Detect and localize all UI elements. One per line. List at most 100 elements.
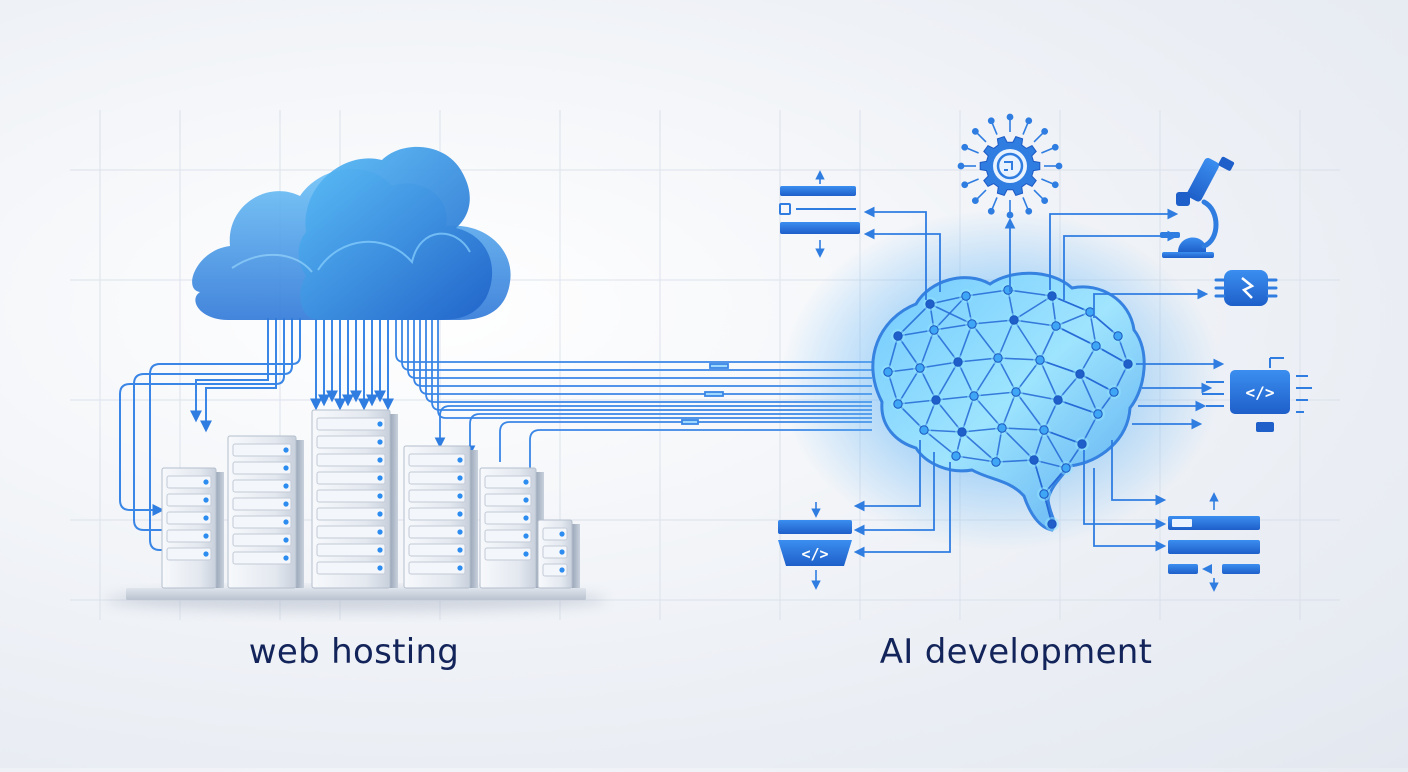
neural-node [1061,463,1071,473]
server-led [283,501,289,507]
code-monitor-icon: </> [1202,357,1312,432]
cloud-connection-lines [119,318,394,556]
server-slot [316,561,386,575]
neural-node [953,357,963,367]
server-led [377,439,383,445]
server-led [283,465,289,471]
server-slot [484,493,532,507]
connection-line [149,318,301,556]
neural-node [957,427,967,437]
connection-line [119,318,285,516]
server-led [457,565,463,571]
svg-text:</>: </> [1246,383,1275,402]
neural-node [997,423,1007,433]
ai-connection-lines [853,206,1225,558]
neural-edge [1043,429,1067,469]
gear-ray-dot [1041,197,1049,205]
bridge-line [407,318,872,379]
server-platform [106,588,606,612]
server-slot [232,497,292,511]
bridge-line [419,318,872,395]
neural-edge [1039,359,1081,375]
server-led [203,479,209,485]
server-led [523,551,529,557]
bridge-line [434,405,872,449]
server-slot [232,533,292,547]
neural-node [1123,359,1133,369]
ai-branch-line [853,452,935,536]
neural-edge [1039,359,1059,401]
server-led [377,493,383,499]
server-tower [537,519,580,589]
neural-node [1075,369,1085,379]
data-panel-icon [779,170,860,258]
neural-node [1029,455,1039,465]
gear-ray [1033,132,1044,143]
server-tower [161,467,224,589]
neural-edge [897,367,921,405]
neural-node [1093,409,1103,419]
neural-edge [973,391,1017,397]
neural-node [1051,321,1061,331]
ai-branch-line [1063,230,1179,300]
bridge-line [413,318,872,387]
gear-ray-dot [971,197,979,205]
neural-node [1035,355,1045,365]
neural-node [991,457,1001,467]
server-slot [232,461,292,475]
bridge-line [529,429,872,470]
caption-ai-development: AI development [879,632,1153,672]
connection-line [133,318,293,536]
server-led [283,537,289,543]
server-led [457,547,463,553]
neural-edge [1055,325,1097,347]
connection-line [200,318,277,433]
neural-edge [1057,399,1099,415]
gear-ray-dot [1051,181,1059,189]
server-slot [316,525,386,539]
neural-node [1009,315,1019,325]
neural-node [967,319,977,329]
gear-ray-dot [987,117,995,125]
neural-node [1039,489,1049,499]
data-panel-icon [1168,492,1260,592]
server-slot [166,529,212,543]
brain-neural-network [881,283,1135,531]
neural-edge [971,323,999,359]
ai-branch-line [853,440,921,512]
gear-ray-dot [1006,113,1014,121]
server-led [283,555,289,561]
server-slot [316,507,386,521]
neural-edge [973,357,999,397]
server-side [572,524,580,588]
server-led [457,475,463,481]
ai-branch-line [863,228,941,292]
gear-ray-dot [1041,127,1049,135]
server-tower [227,435,304,589]
microchip-icon [1214,270,1278,306]
neural-edge [961,431,997,463]
brain-network-icon [780,210,1220,550]
server-led [457,457,463,463]
server-led [523,479,529,485]
neural-edge [1013,319,1057,327]
ai-branch-line [1049,208,1179,290]
server-led [377,475,383,481]
server-led [559,531,565,537]
neural-edge [1015,391,1045,431]
server-led [457,529,463,535]
gear-ray [976,132,987,143]
gear-ray-dot [1025,207,1033,215]
ai-branch-line [863,206,927,300]
server-slot [542,527,568,541]
neural-edge [971,319,1015,325]
gear-ray [1033,189,1044,200]
neural-edge [897,303,931,337]
neural-node [1011,387,1021,397]
gear-ray-dot [957,162,965,170]
gear-ray [1041,147,1053,154]
neural-edge [1015,391,1059,401]
server-led [377,547,383,553]
signal-pulse [704,391,724,397]
